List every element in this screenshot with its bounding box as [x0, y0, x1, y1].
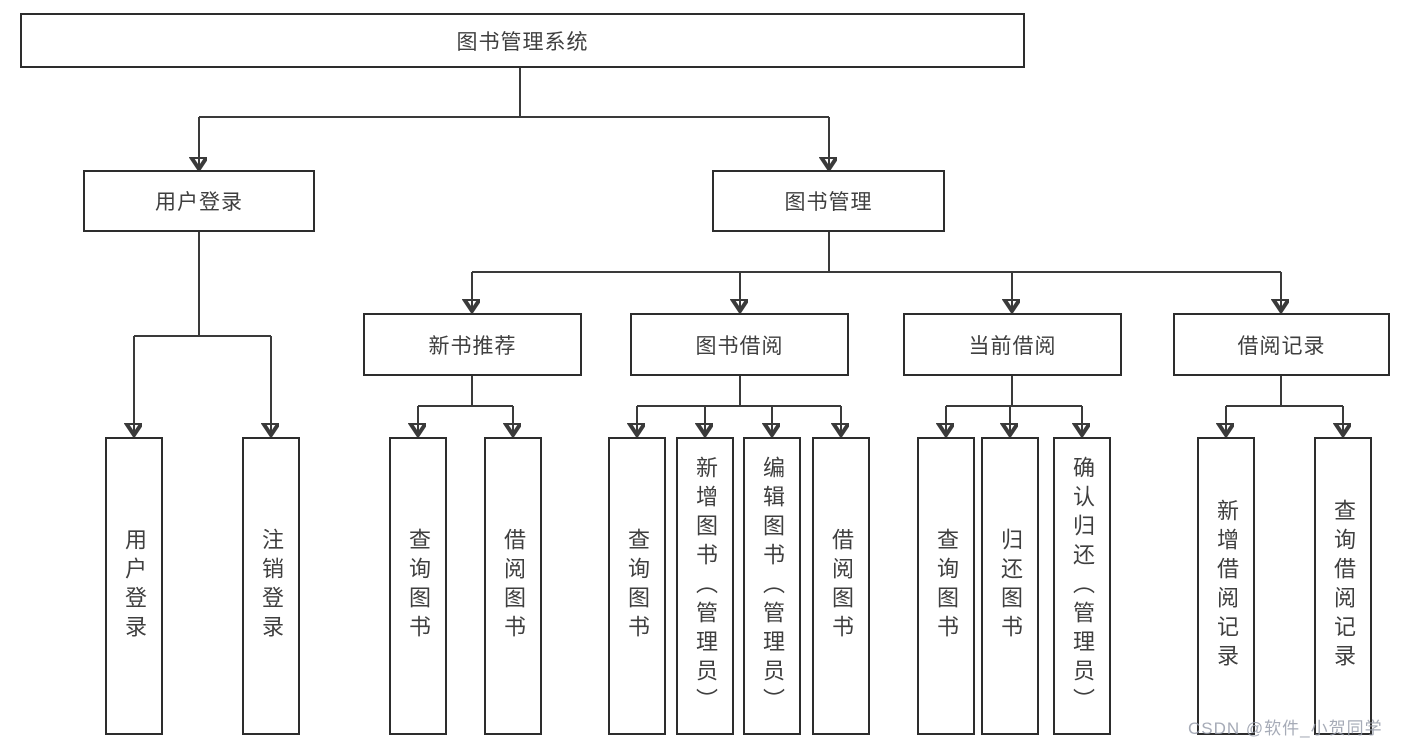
node-book-borrow: 图书借阅 [630, 313, 849, 376]
watermark: CSDN @软件_小贺同学 [1188, 719, 1383, 738]
leaf-records-query-record: 查询借阅记录 [1314, 437, 1372, 735]
connector-current-children [946, 376, 1082, 433]
connector-recommend-children [418, 376, 513, 433]
node-new-book-recommend: 新书推荐 [363, 313, 582, 376]
connector-records-children [1226, 376, 1343, 433]
leaf-recommend-borrow-books: 借阅图书 [484, 437, 542, 735]
node-system-root: 图书管理系统 [20, 13, 1025, 68]
leaf-borrow-add-book-admin: 新增图书（管理员） [676, 437, 734, 735]
node-borrow-records: 借阅记录 [1173, 313, 1390, 376]
connector-user-login-children [134, 232, 271, 433]
leaf-current-query-books: 查询图书 [917, 437, 975, 735]
leaf-recommend-query-books: 查询图书 [389, 437, 447, 735]
node-book-management: 图书管理 [712, 170, 945, 232]
node-current-borrow: 当前借阅 [903, 313, 1122, 376]
leaf-logout: 注销登录 [242, 437, 300, 735]
leaf-records-add-record: 新增借阅记录 [1197, 437, 1255, 735]
connector-book-management-children [472, 232, 1281, 309]
leaf-borrow-edit-book-admin: 编辑图书（管理员） [743, 437, 801, 735]
connector-borrow-children [637, 376, 841, 433]
leaf-borrow-query-books: 查询图书 [608, 437, 666, 735]
node-user-login: 用户登录 [83, 170, 315, 232]
connector-root-to-level2 [199, 68, 829, 167]
leaf-current-confirm-return-admin: 确认归还（管理员） [1053, 437, 1111, 735]
leaf-user-login: 用户登录 [105, 437, 163, 735]
leaf-current-return-book: 归还图书 [981, 437, 1039, 735]
leaf-borrow-borrow-books: 借阅图书 [812, 437, 870, 735]
